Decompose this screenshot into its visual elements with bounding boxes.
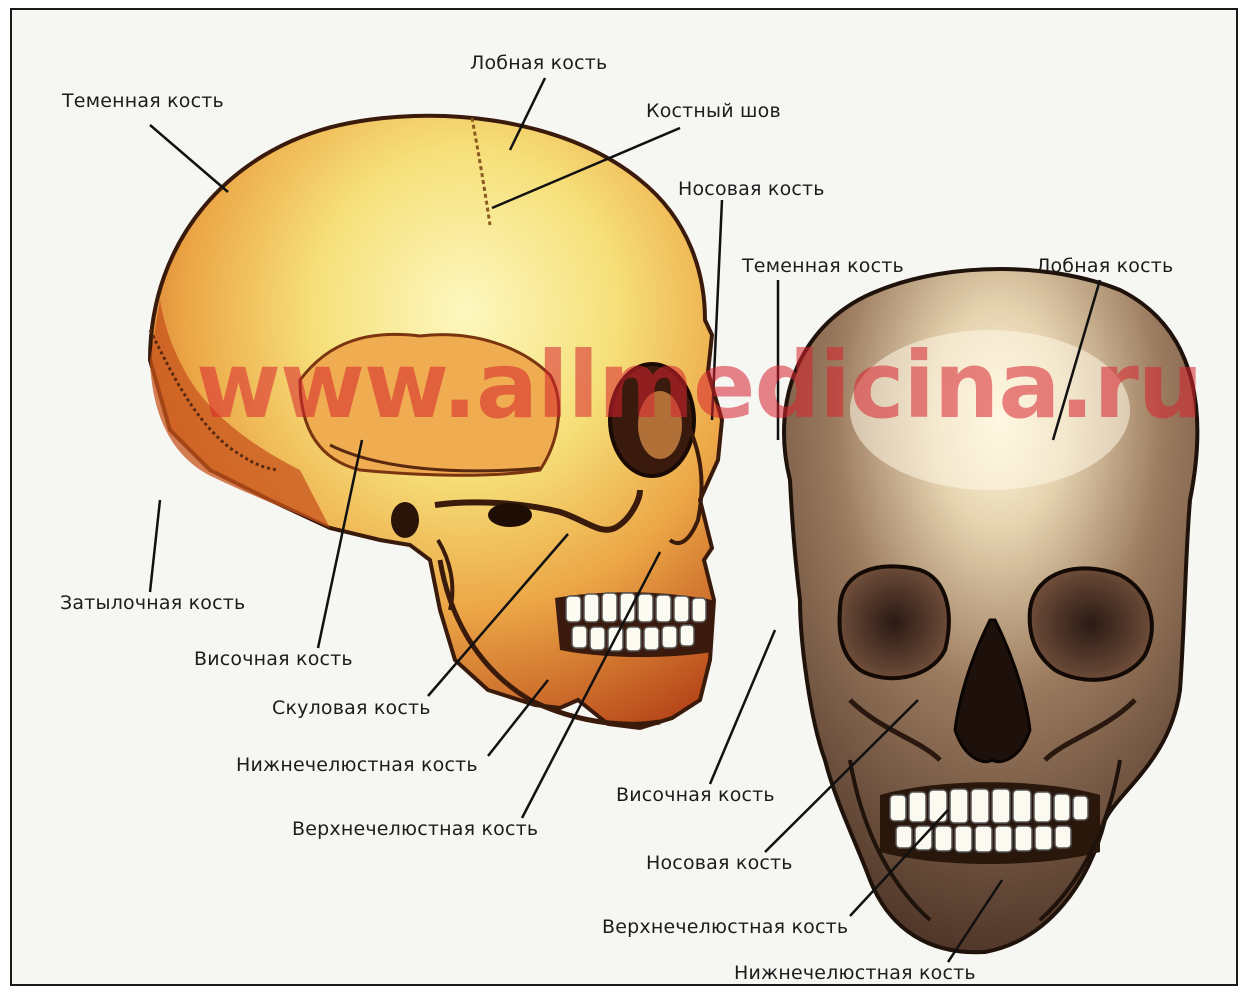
label-front-mandible: Нижнечелюстная кость — [734, 962, 976, 984]
label-front-temporal: Височная кость — [616, 784, 775, 806]
label-front-frontal: Лобная кость — [1036, 255, 1173, 277]
label-side-zygomatic: Скуловая кость — [272, 697, 431, 719]
label-side-frontal: Лобная кость — [470, 52, 607, 74]
label-side-suture: Костный шов — [646, 100, 781, 122]
label-side-parietal: Теменная кость — [62, 90, 224, 112]
label-side-mandible: Нижнечелюстная кость — [236, 754, 478, 776]
label-side-temporal: Височная кость — [194, 648, 353, 670]
watermark-text: www.allmedicina.ru — [196, 332, 1202, 439]
label-side-nasal: Носовая кость — [678, 178, 825, 200]
label-front-nasal: Носовая кость — [646, 852, 793, 874]
label-side-maxilla: Верхнечелюстная кость — [292, 818, 538, 840]
label-side-occipital: Затылочная кость — [60, 592, 245, 614]
label-front-parietal: Теменная кость — [742, 255, 904, 277]
label-front-maxilla: Верхнечелюстная кость — [602, 916, 848, 938]
